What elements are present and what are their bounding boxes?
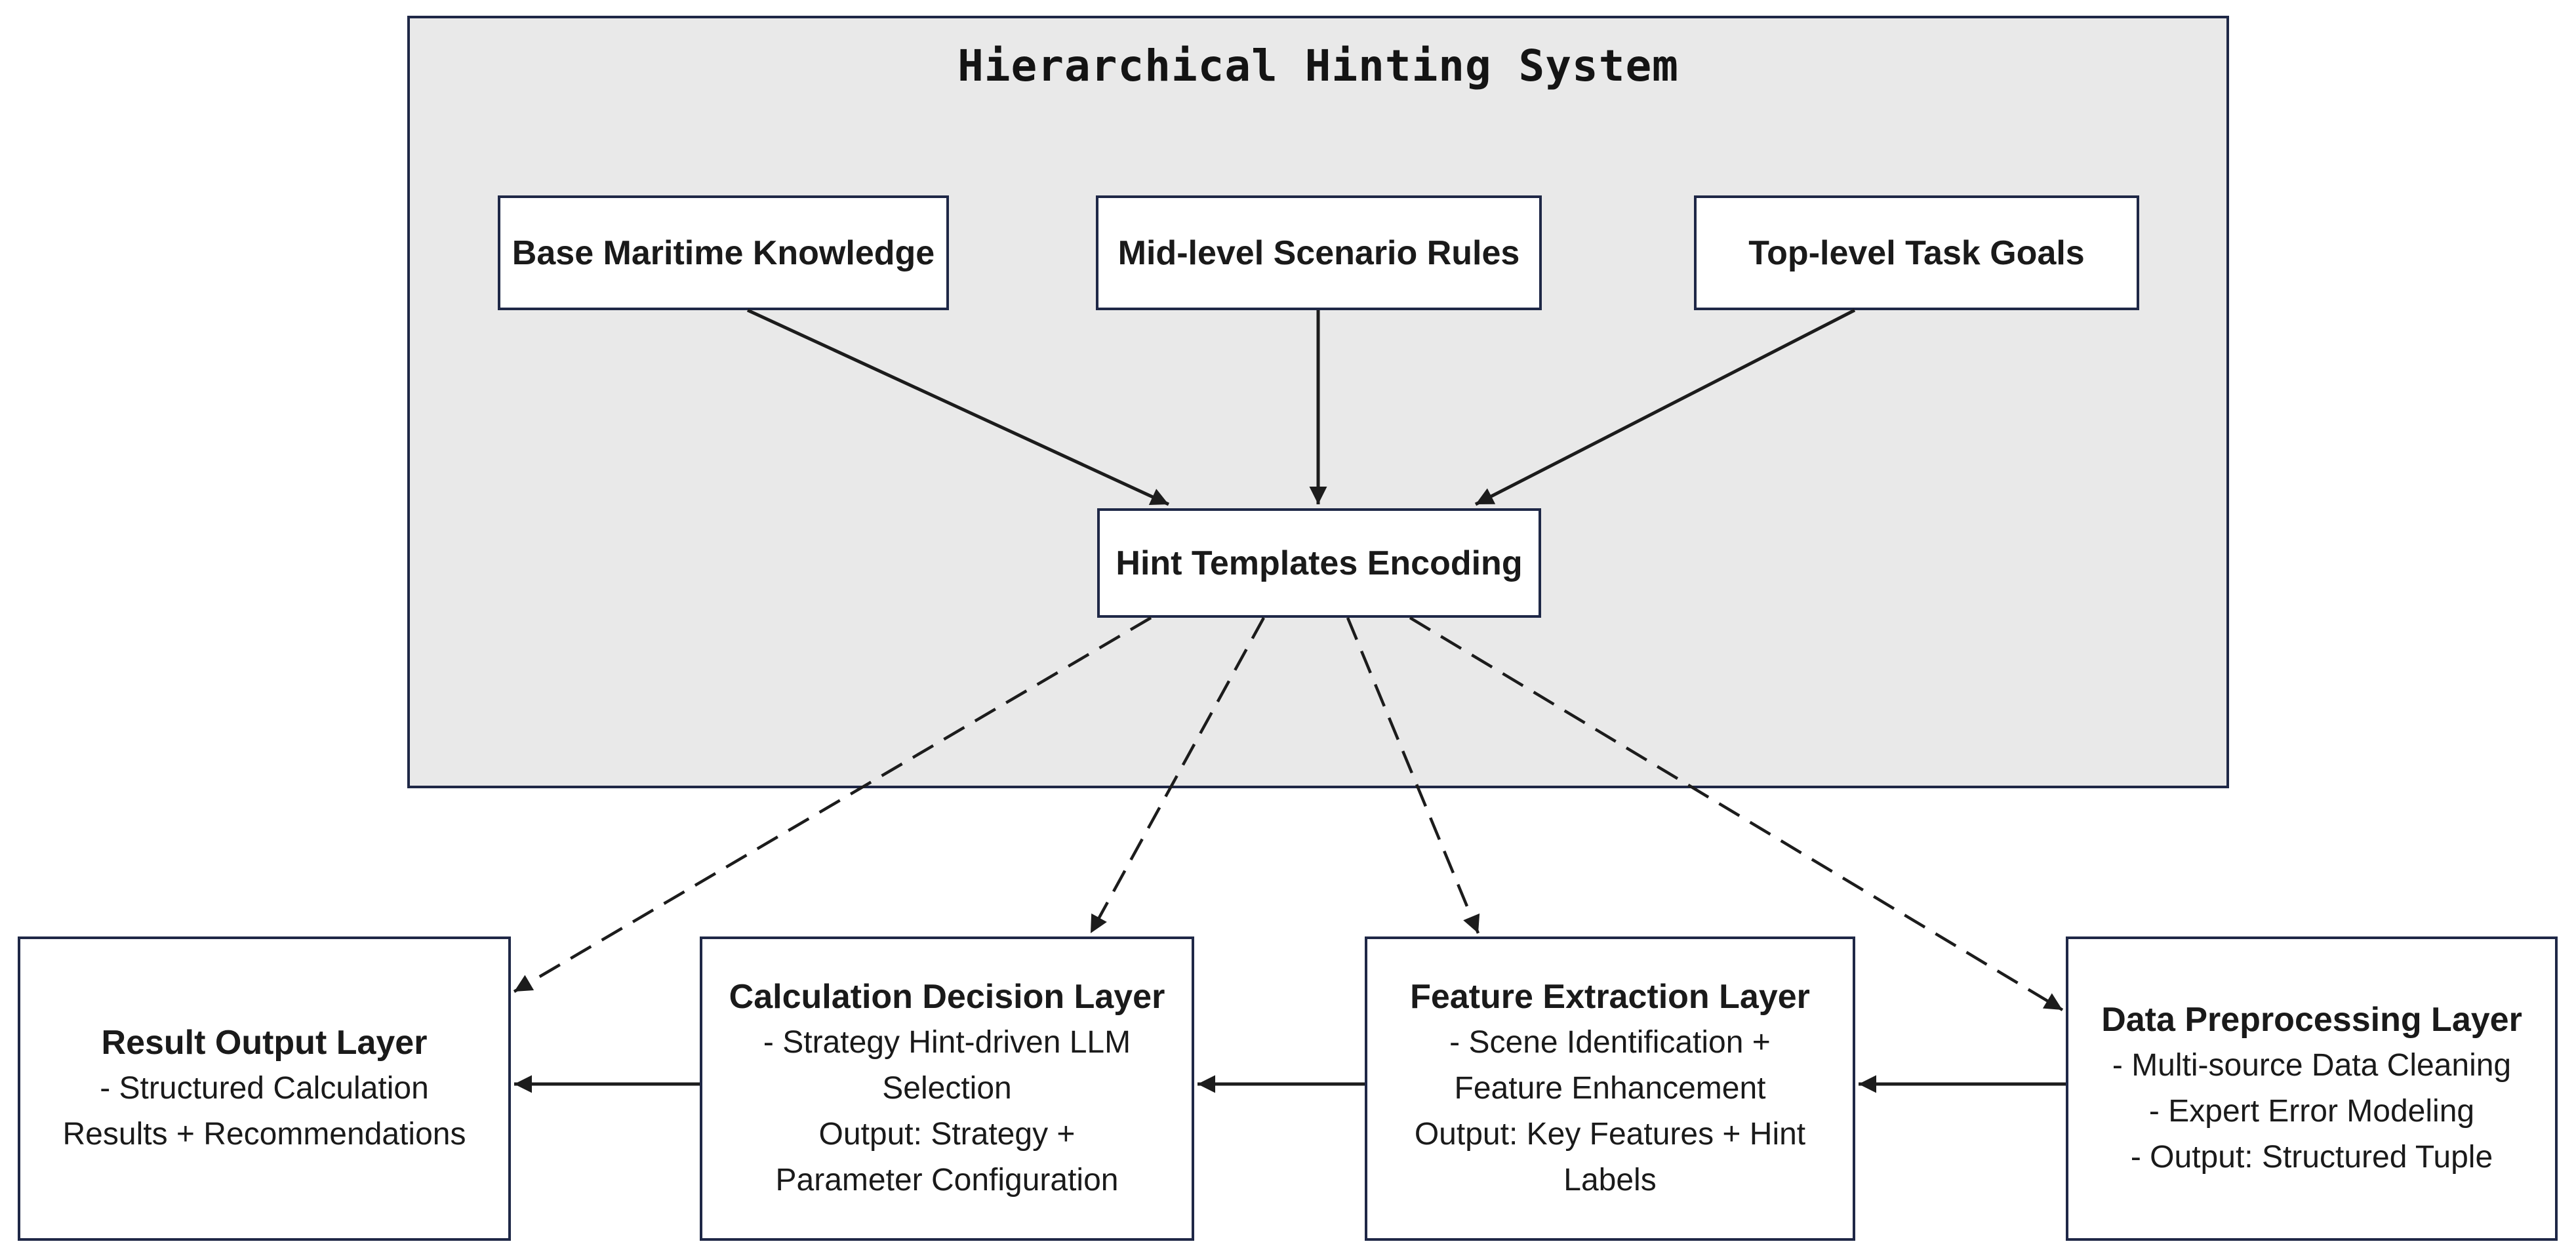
node-title: Calculation Decision Layer [729, 978, 1165, 1016]
node-line: Results + Recommendations [62, 1117, 466, 1152]
node-data-preprocessing-layer: Data Preprocessing Layer - Multi-source … [2066, 936, 2558, 1241]
node-title: Feature Extraction Layer [1410, 978, 1810, 1016]
diagram-title: Hierarchical Hinting System [957, 40, 1679, 91]
node-line: - Expert Error Modeling [2148, 1094, 2475, 1129]
node-line: Parameter Configuration [775, 1163, 1119, 1198]
node-label: Mid-level Scenario Rules [1117, 233, 1520, 272]
node-line: Feature Enhancement [1454, 1071, 1766, 1106]
node-line: Selection [882, 1071, 1012, 1106]
node-label: Top-level Task Goals [1748, 233, 2085, 272]
node-title: Data Preprocessing Layer [2101, 1001, 2522, 1039]
node-hint-templates-encoding: Hint Templates Encoding [1097, 508, 1541, 618]
node-line: - Multi-source Data Cleaning [2112, 1048, 2512, 1083]
node-result-output-layer: Result Output Layer - Structured Calcula… [18, 936, 511, 1241]
node-line: - Strategy Hint-driven LLM [763, 1025, 1131, 1060]
node-calculation-decision-layer: Calculation Decision Layer - Strategy Hi… [700, 936, 1194, 1241]
node-title: Result Output Layer [101, 1024, 428, 1062]
node-line: Labels [1563, 1163, 1657, 1198]
node-line: - Output: Structured Tuple [2130, 1140, 2493, 1175]
node-line: - Structured Calculation [100, 1071, 429, 1106]
node-feature-extraction-layer: Feature Extraction Layer - Scene Identif… [1365, 936, 1855, 1241]
node-label: Base Maritime Knowledge [512, 233, 935, 272]
node-line: Output: Strategy + [818, 1117, 1076, 1152]
hinting-system-container [407, 16, 2229, 788]
node-line: - Scene Identification + [1449, 1025, 1771, 1060]
node-label: Hint Templates Encoding [1116, 544, 1523, 582]
node-base-maritime-knowledge: Base Maritime Knowledge [498, 195, 949, 310]
node-line: Output: Key Features + Hint [1414, 1117, 1806, 1152]
node-mid-level-scenario-rules: Mid-level Scenario Rules [1096, 195, 1542, 310]
node-top-level-task-goals: Top-level Task Goals [1694, 195, 2139, 310]
